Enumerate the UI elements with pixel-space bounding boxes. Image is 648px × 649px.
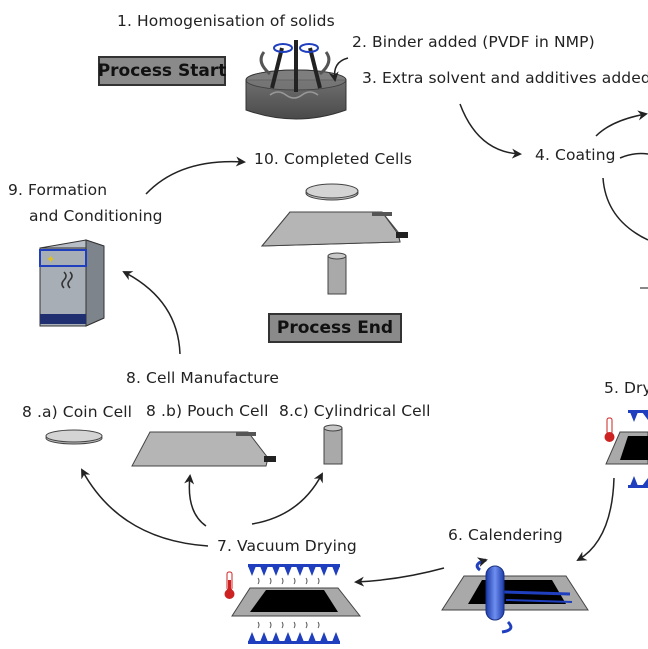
arrow-binder-to-mixer bbox=[328, 57, 349, 82]
step8b-label: 8 .b) Pouch Cell bbox=[146, 402, 269, 420]
step2-label: 2. Binder added (PVDF in NMP) bbox=[352, 33, 595, 51]
arrow-coating-out-2 bbox=[619, 152, 648, 159]
step9-label-line2: and Conditioning bbox=[29, 207, 163, 225]
completed-coin-cell-icon bbox=[305, 183, 359, 201]
coin-cell-icon bbox=[45, 429, 103, 445]
arrow-vacuum-to-coin bbox=[81, 468, 209, 547]
arrow-vacuum-to-cylindrical bbox=[251, 472, 323, 525]
step8a-label: 8 .a) Coin Cell bbox=[22, 403, 133, 421]
mixer-icon bbox=[245, 40, 347, 120]
completed-cylindrical-cell-icon bbox=[327, 252, 347, 295]
vapour-icon bbox=[257, 577, 320, 629]
arrow-coating-down bbox=[602, 177, 648, 241]
calender-roller-icon bbox=[475, 557, 513, 634]
thermometer-icon bbox=[224, 571, 235, 599]
step3-label: 3. Extra solvent and additives added bbox=[362, 69, 648, 87]
calendering-icon bbox=[441, 557, 589, 634]
step8-label: 8. Cell Manufacture bbox=[126, 369, 279, 387]
step4-label: 4. Coating bbox=[535, 146, 616, 164]
arrow-vacuum-to-pouch bbox=[184, 474, 207, 527]
arrow-calendering-to-vacuum bbox=[354, 567, 445, 587]
vacuum-drying-icon bbox=[224, 564, 362, 644]
step10-label: 10. Completed Cells bbox=[254, 150, 412, 168]
drying-icon bbox=[604, 410, 648, 488]
heating-element-icon bbox=[248, 564, 340, 644]
arrow-solvent-to-coating bbox=[459, 103, 522, 159]
cylindrical-cell-icon bbox=[323, 424, 343, 465]
step9-label-line1: 9. Formation bbox=[8, 181, 108, 199]
formation-cabinet-icon: ✦ bbox=[39, 239, 105, 327]
completed-pouch-cell-icon bbox=[260, 211, 408, 247]
arrow-formation-to-completed bbox=[145, 156, 246, 195]
step8c-label: 8.c) Cylindrical Cell bbox=[279, 402, 431, 420]
step5-label: 5. Dry bbox=[604, 379, 648, 397]
arrow-manufacture-to-formation bbox=[122, 271, 181, 355]
step7-label: 7. Vacuum Drying bbox=[217, 537, 357, 555]
pouch-cell-icon bbox=[131, 431, 276, 467]
step1-label: 1. Homogenisation of solids bbox=[117, 12, 335, 30]
arrow-drying-to-calendering bbox=[576, 477, 615, 562]
process-end-box: Process End bbox=[268, 313, 402, 343]
arrow-coating-out-1 bbox=[595, 110, 648, 137]
svg-text:✦: ✦ bbox=[46, 253, 55, 266]
step6-label: 6. Calendering bbox=[448, 526, 563, 544]
process-start-box: Process Start bbox=[98, 56, 226, 86]
